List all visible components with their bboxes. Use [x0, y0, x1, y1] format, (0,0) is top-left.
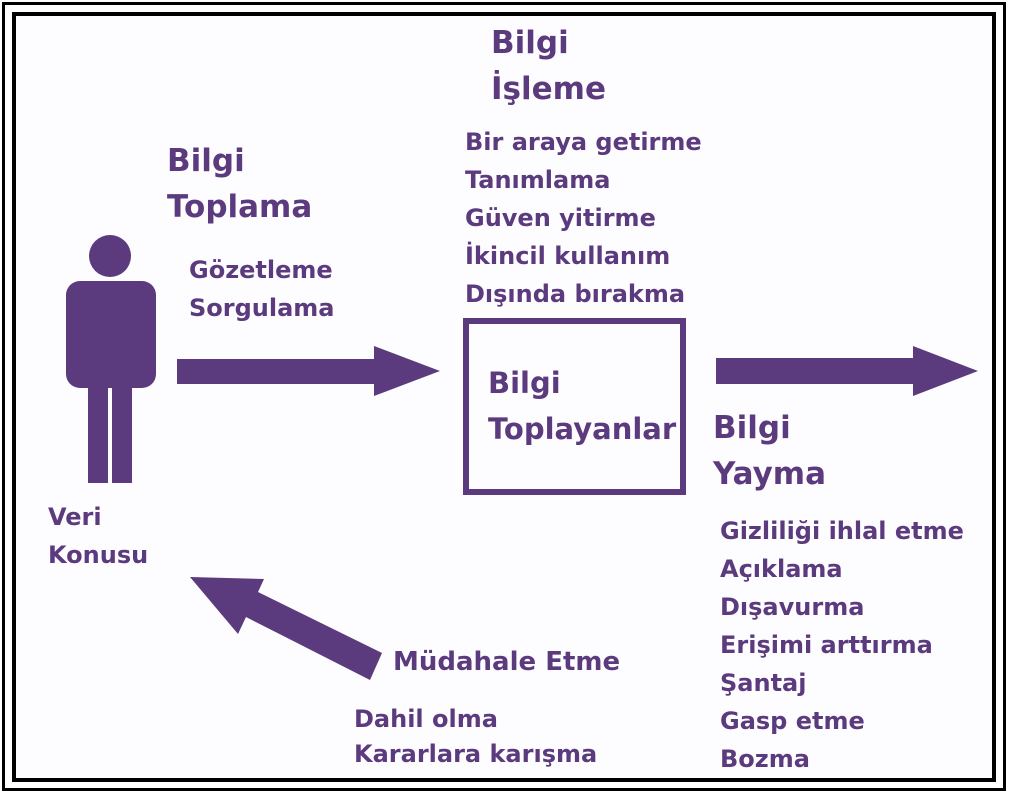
processing-heading-line2: İşleme: [491, 71, 606, 107]
dissemination-item: Erişimi arttırma: [720, 631, 933, 659]
collection-heading-line2: Toplama: [167, 189, 313, 225]
holders-line1: Bilgi: [488, 366, 561, 400]
dissemination-heading-line1: Bilgi: [713, 410, 791, 446]
dissemination-item: Gasp etme: [720, 707, 865, 735]
collection-heading-line1: Bilgi: [167, 143, 245, 179]
processing-list: Bir araya getirme Tanımlama Güven yitirm…: [465, 123, 702, 313]
dissemination-item: Şantaj: [720, 669, 807, 697]
collection-heading: Bilgi Toplama: [167, 138, 312, 230]
inner-frame: [12, 12, 996, 782]
invasion-item: Kararlara karışma: [354, 740, 598, 768]
dissemination-list: Gizliliği ihlal etme Açıklama Dışavurma …: [720, 512, 964, 778]
collection-item: Sorgulama: [189, 294, 335, 322]
collection-list: Gözetleme Sorgulama: [189, 251, 335, 327]
dissemination-heading-line2: Yayma: [713, 456, 826, 492]
data-subject-line2: Konusu: [48, 541, 149, 569]
processing-item: Tanımlama: [465, 166, 611, 194]
dissemination-arrow: [716, 346, 978, 396]
collection-item: Gözetleme: [189, 256, 333, 284]
processing-heading-line1: Bilgi: [491, 25, 569, 61]
processing-item: Dışında bırakma: [465, 280, 686, 308]
collection-arrow: [177, 346, 440, 396]
dissemination-item: Dışavurma: [720, 593, 865, 621]
processing-item: Bir araya getirme: [465, 128, 702, 156]
invasion-arrow: [190, 577, 382, 680]
dissemination-item: Bozma: [720, 745, 810, 773]
dissemination-heading: Bilgi Yayma: [713, 405, 826, 497]
information-holders-box: [463, 318, 686, 495]
dissemination-item: Gizliliği ihlal etme: [720, 517, 964, 545]
outer-frame: [2, 2, 1006, 791]
dissemination-item: Açıklama: [720, 555, 843, 583]
data-subject-label: Veri Konusu: [48, 498, 148, 574]
holders-line2: Toplayanlar: [488, 412, 677, 446]
processing-heading: Bilgi İşleme: [491, 20, 606, 112]
invasion-item: Dahil olma: [354, 705, 498, 733]
processing-item: Güven yitirme: [465, 204, 656, 232]
invasion-list: Dahil olma Kararlara karışma: [354, 702, 597, 772]
person-icon: [66, 235, 156, 483]
invasion-heading: Müdahale Etme: [393, 647, 621, 677]
processing-item: İkincil kullanım: [465, 242, 671, 270]
data-subject-line1: Veri: [48, 503, 102, 531]
holders-label: Bilgi Toplayanlar: [488, 360, 676, 452]
